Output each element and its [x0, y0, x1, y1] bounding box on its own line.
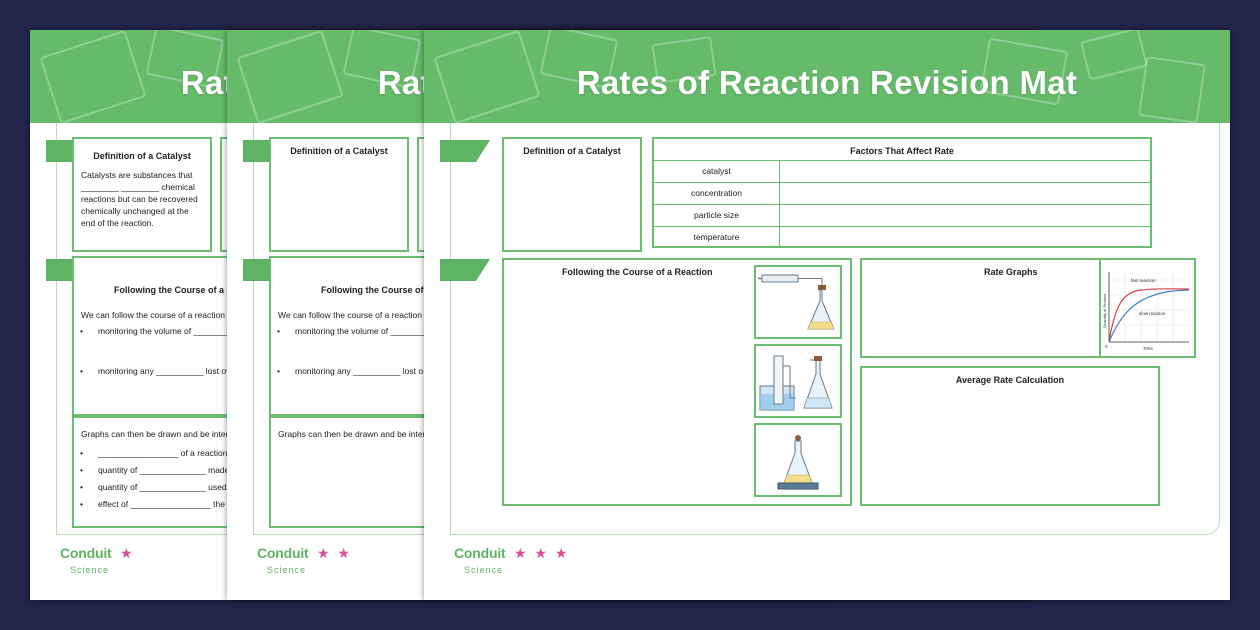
definition-box[interactable]: Definition of a Catalyst: [502, 137, 642, 252]
logo-sub: Science: [464, 565, 504, 575]
rate-graphs-heading: Rate Graphs: [984, 267, 1038, 277]
following-intro: We can follow the course of a reaction: [81, 310, 225, 320]
average-rate-box[interactable]: Average Rate Calculation: [860, 366, 1160, 506]
balance-flask-image: [754, 423, 842, 497]
table-row[interactable]: concentration: [654, 182, 1150, 204]
following-heading: Following the Course of a: [321, 285, 431, 295]
logo-name: Conduit: [454, 545, 506, 561]
table-row[interactable]: temperature: [654, 226, 1150, 248]
origin-label: 0: [1105, 344, 1108, 349]
difficulty-stars: ★ ★ ★: [513, 545, 570, 561]
section-tab: [440, 259, 490, 281]
following-intro: We can follow the course of a reaction: [278, 310, 422, 320]
graph-item: effect of _________________ the c: [74, 499, 270, 509]
graphs-intro: Graphs can then be drawn and be inter: [278, 429, 426, 439]
bullet-volume: monitoring the volume of ________: [74, 326, 270, 336]
banner: Rates of Reaction Revision Mat: [424, 30, 1230, 123]
logo-sub: Science: [70, 565, 110, 575]
factors-table[interactable]: Factors That Affect Rate catalyst concen…: [652, 137, 1152, 248]
table-row[interactable]: particle size: [654, 204, 1150, 226]
definition-box: Definition of a Catalyst: [269, 137, 409, 252]
page-title: Rates of Reaction Revision Mat: [576, 64, 1078, 101]
worksheet-3star[interactable]: Rates of Reaction Revision Mat Definitio…: [424, 30, 1230, 600]
following-heading: Following the Course of a Reaction: [562, 267, 713, 277]
difficulty-stars: ★: [119, 545, 135, 561]
graphs-intro: Graphs can then be drawn and be inter: [81, 429, 229, 439]
graph-item: quantity of ______________ made;: [74, 465, 270, 475]
factors-heading: Factors That Affect Rate: [850, 146, 954, 156]
gas-syringe-image: [754, 265, 842, 339]
slow-reaction-curve: [1108, 289, 1190, 343]
section-tab: [440, 140, 490, 162]
water-displacement-image: [754, 344, 842, 418]
content-frame: [450, 123, 1220, 535]
bullet-lost: monitoring any __________ lost ov: [74, 366, 270, 376]
definition-heading: Definition of a Catalyst: [290, 146, 388, 156]
water-trough-icon: [759, 355, 833, 411]
logo-name: Conduit: [257, 545, 309, 561]
fast-label: fast reaction: [1131, 278, 1156, 283]
difficulty-stars: ★ ★: [316, 545, 352, 561]
table-row[interactable]: catalyst: [654, 160, 1150, 182]
rate-graph-chart: fast reaction slow reaction Time 0 Quant…: [1102, 272, 1190, 351]
graph-item: _________________ of a reaction;: [74, 448, 270, 458]
factor-temperature: temperature: [654, 227, 780, 248]
factor-particle-size: particle size: [654, 205, 780, 226]
rate-graph-image: fast reaction slow reaction Time 0 Quant…: [1099, 258, 1196, 358]
gas-syringe-icon: [758, 274, 835, 330]
logo-sub: Science: [267, 565, 307, 575]
graph-item: quantity of ______________ used;: [74, 482, 270, 492]
x-axis-label: Time: [1143, 346, 1153, 351]
factor-catalyst: catalyst: [654, 161, 780, 182]
slow-label: slow reaction: [1139, 311, 1166, 316]
average-rate-heading: Average Rate Calculation: [955, 375, 1065, 385]
bullet-volume: monitoring the volume of ________: [271, 326, 467, 336]
y-axis-label: Quantity of Product: [1102, 293, 1107, 328]
bullet-lost: monitoring any __________ lost o: [271, 366, 467, 376]
definition-answer: Catalysts are substances that ________ _…: [81, 170, 198, 228]
conduit-logo: Conduit ★ ★ Science: [257, 545, 352, 575]
balance-flask-icon: [777, 435, 819, 490]
definition-box: Definition of a Catalyst Catalysts are s…: [72, 137, 212, 252]
conduit-logo: Conduit ★ ★ ★ Science: [454, 545, 569, 575]
definition-heading: Definition of a Catalyst: [523, 146, 621, 156]
following-heading: Following the Course of a: [114, 285, 224, 295]
definition-heading: Definition of a Catalyst: [93, 151, 191, 161]
conduit-logo: Conduit ★ Science: [60, 545, 135, 575]
factor-concentration: concentration: [654, 183, 780, 204]
logo-name: Conduit: [60, 545, 112, 561]
fast-reaction-curve: [1108, 288, 1190, 343]
